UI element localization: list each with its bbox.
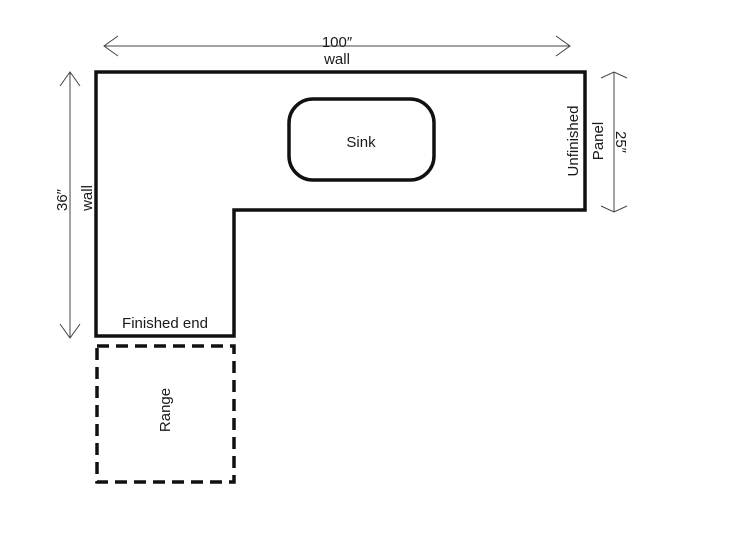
- top-dimension-arrow: [103, 35, 571, 57]
- sink-label: Sink: [346, 134, 376, 151]
- unfinished-label: Unfinished: [565, 106, 582, 177]
- finished-end-label: Finished end: [122, 315, 208, 332]
- left-wall-label: wall: [79, 185, 96, 212]
- sink-cutout: [287, 97, 436, 182]
- panel-label: Panel: [590, 122, 607, 160]
- top-wall-label: wall: [323, 51, 350, 68]
- countertop-outline: [94, 70, 587, 338]
- range-label: Range: [157, 388, 174, 432]
- left-dimension-arrow: [59, 71, 81, 339]
- right-length-label: 25″: [612, 131, 629, 154]
- range-outline: [95, 344, 236, 484]
- left-length-label: 36″: [54, 188, 71, 211]
- right-dimension-arrow: [600, 71, 628, 213]
- top-length-label: 100″: [322, 34, 353, 51]
